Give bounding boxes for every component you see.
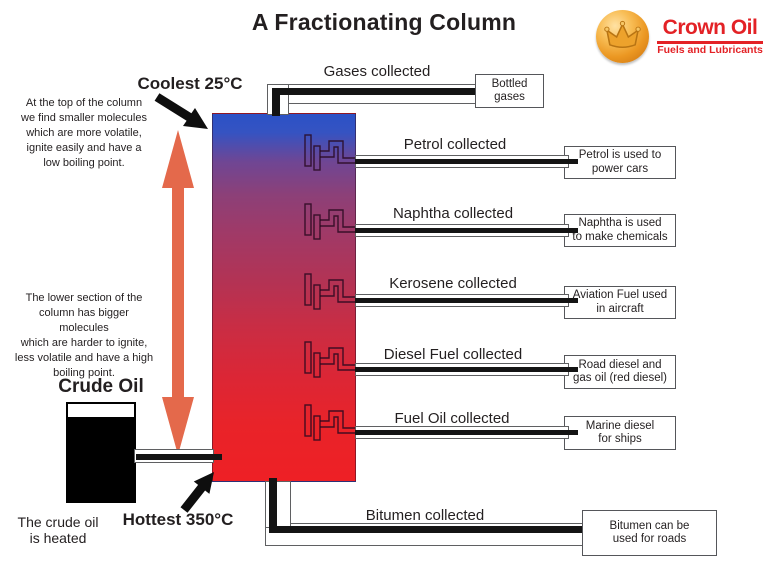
fraction-box-bitumen: Bitumen can be used for roads	[582, 510, 717, 556]
page-title: A Fractionating Column	[251, 9, 517, 35]
crude-oil-caption: The crude oil is heated	[12, 514, 104, 546]
gases-pipe	[272, 88, 485, 95]
bubble-cap-tray-icon	[304, 404, 356, 441]
bubble-cap-tray-icon	[304, 203, 356, 240]
fuel-oil-pipe	[355, 430, 578, 435]
bottom-annotation: The lower section of the column has bigg…	[13, 291, 155, 381]
caption-line: The crude oil	[17, 514, 99, 530]
crude-oil-feed-pipe-line	[136, 454, 222, 460]
diesel-pipe	[355, 367, 578, 372]
crude-oil-vessel	[66, 402, 136, 503]
box-line: for ships	[598, 433, 642, 445]
annotation-line: ignite easily and have a	[26, 142, 142, 154]
box-line: Road diesel and	[578, 358, 662, 371]
caption-line: is heated	[29, 530, 87, 546]
temperature-gradient-arrow-icon	[162, 130, 194, 455]
crude-oil-label: Crude Oil	[58, 376, 144, 397]
gases-pipe-vertical	[272, 88, 280, 116]
logo-name: Crown Oil	[657, 16, 763, 44]
annotation-line: less volatile and have a high	[14, 352, 154, 364]
bubble-cap-tray-icon	[304, 134, 356, 171]
annotation-line: column has bigger molecules	[39, 307, 129, 334]
box-line: gas oil (red diesel)	[573, 372, 667, 384]
fraction-label-gases: Gases collected	[323, 63, 431, 80]
naphtha-pipe	[355, 228, 578, 233]
top-annotation: At the top of the column we find smaller…	[13, 96, 155, 171]
box-line: used for roads	[612, 533, 687, 545]
annotation-line: The lower section of the	[25, 292, 143, 304]
box-line: to make chemicals	[572, 230, 668, 243]
fraction-label-diesel: Diesel Fuel collected	[383, 346, 523, 363]
petrol-pipe	[355, 159, 578, 164]
annotation-line: we find smaller molecules	[21, 112, 147, 124]
bubble-cap-tray-icon	[304, 273, 356, 310]
box-line: Bitumen can be	[609, 519, 690, 532]
crude-oil-fill	[68, 417, 134, 501]
fraction-box-kerosene: Aviation Fuel used in aircraft	[564, 286, 676, 319]
crown-icon	[604, 20, 641, 49]
fraction-box-naphtha: Naphtha is used to make chemicals	[564, 214, 676, 247]
box-line: Bottled	[491, 77, 528, 90]
box-line: Aviation Fuel used	[572, 289, 668, 301]
fraction-label-fuel-oil: Fuel Oil collected	[394, 410, 510, 427]
bubble-cap-tray-icon	[304, 341, 356, 378]
hottest-label: Hottest 350°C	[122, 510, 234, 529]
box-line: Marine diesel	[585, 419, 655, 432]
fraction-box-fuel-oil: Marine diesel for ships	[564, 416, 676, 450]
fraction-box-diesel: Road diesel and gas oil (red diesel)	[564, 355, 676, 389]
fraction-label-bitumen: Bitumen collected	[365, 507, 485, 524]
box-line: power cars	[591, 162, 649, 175]
logo-tagline: Fuels and Lubricants	[657, 44, 763, 56]
bitumen-pipe	[269, 526, 594, 533]
bitumen-pipe-vertical	[269, 478, 277, 533]
hottest-arrow-icon	[180, 472, 214, 513]
fraction-box-gases: Bottled gases	[475, 74, 544, 108]
fraction-label-kerosene: Kerosene collected	[389, 275, 517, 292]
annotation-line: boiling point.	[53, 367, 115, 379]
coolest-label: Coolest 25°C	[137, 74, 243, 93]
kerosene-pipe	[355, 298, 578, 303]
box-line: in aircraft	[596, 302, 644, 315]
box-line: Petrol is used to	[578, 149, 662, 161]
annotation-line: At the top of the column	[25, 97, 143, 109]
fractionating-column	[212, 113, 356, 482]
annotation-line: low boiling point.	[43, 157, 125, 169]
box-line: gases	[494, 91, 525, 103]
annotation-line: which are harder to ignite,	[20, 337, 148, 349]
coolest-arrow-icon	[154, 93, 208, 129]
fraction-label-petrol: Petrol collected	[403, 136, 507, 153]
fraction-label-naphtha: Naphtha collected	[392, 205, 514, 222]
box-line: Naphtha is used	[578, 217, 662, 229]
annotation-line: which are more volatile,	[26, 127, 142, 139]
fraction-box-petrol: Petrol is used to power cars	[564, 146, 676, 179]
